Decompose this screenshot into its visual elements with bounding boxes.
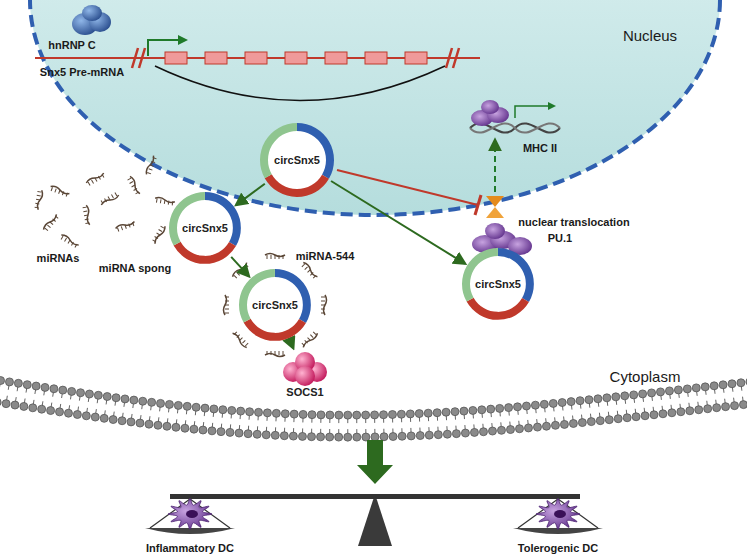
protein-label: hnRNP C xyxy=(48,39,95,51)
cell-type-label: Tolerogenic DC xyxy=(518,542,598,554)
compartment-label: Cytoplasm xyxy=(610,368,681,385)
cell-membrane xyxy=(0,375,747,441)
circrna-circle: circSnx5 xyxy=(461,247,535,321)
circrna-circle: circSnx5 xyxy=(259,122,335,198)
circrna-circle: circSnx5 xyxy=(168,191,242,265)
node-text: SOCS1 xyxy=(277,386,333,398)
arrow-connector xyxy=(236,184,265,205)
protein-label: PU.1 xyxy=(548,232,572,244)
node-text: circSnx5 xyxy=(182,222,228,234)
node-text: circSnx5 xyxy=(475,278,521,290)
inhibition-line xyxy=(337,170,481,215)
protein-complex: SOCS1 xyxy=(277,350,333,402)
balance-scale xyxy=(145,494,603,546)
mirna-label: miRNA-544 xyxy=(296,250,355,262)
hnrnp-c-protein xyxy=(72,5,111,35)
arrow-connector xyxy=(231,257,249,276)
cell-type-label: Inflammatory DC xyxy=(146,542,234,554)
node-text: circSnx5 xyxy=(274,154,320,166)
gene-label: Snx5 Pre-mRNA xyxy=(40,66,124,78)
protein-spheres xyxy=(277,350,333,386)
arrow-connector xyxy=(290,341,293,348)
compartment-label: Nucleus xyxy=(623,27,677,44)
dna-helix xyxy=(470,100,560,133)
nuclear-pore xyxy=(486,140,504,218)
pre-mrna xyxy=(35,35,480,101)
function-label: miRNA spong xyxy=(99,262,171,274)
outcome-arrow xyxy=(357,440,393,484)
mirna-label: miRNAs xyxy=(37,252,80,264)
node-text: circSnx5 xyxy=(252,299,298,311)
process-label: nuclear translocation xyxy=(518,216,629,228)
nucleus-envelope xyxy=(30,0,720,215)
circrna-circle: circSnx5 xyxy=(238,268,312,342)
gene-label: MHC II xyxy=(523,142,557,154)
